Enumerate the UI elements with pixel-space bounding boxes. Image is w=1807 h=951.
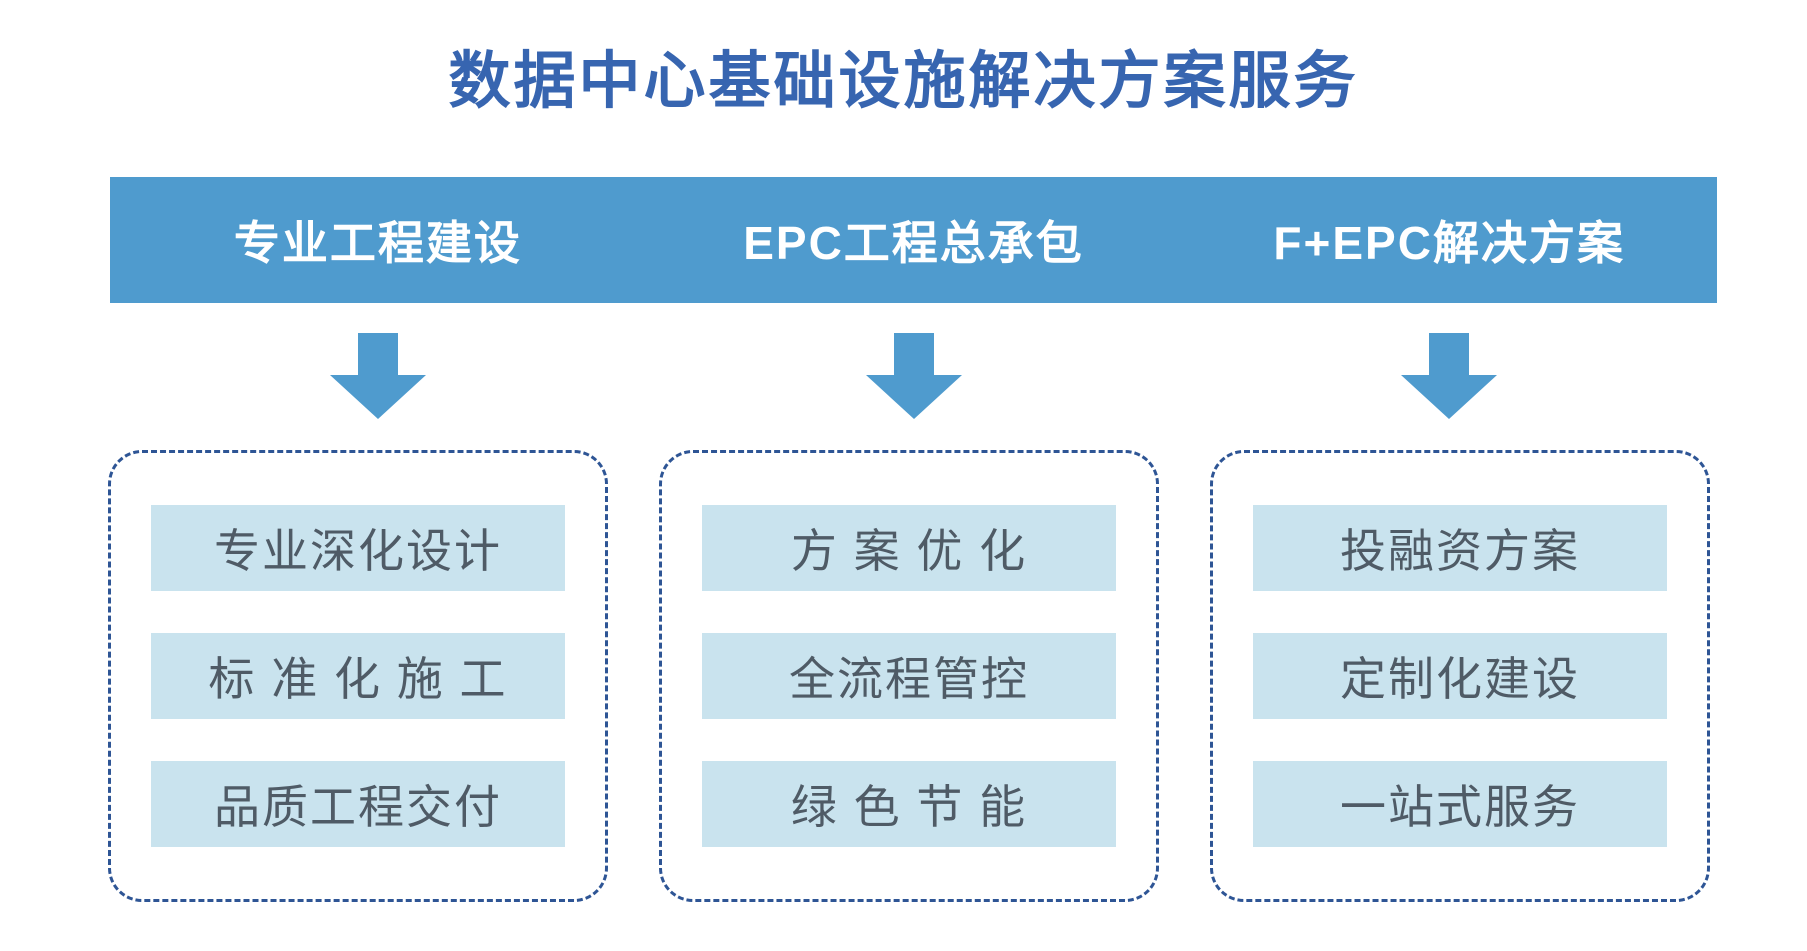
service-group-epc-contracting: 方 案 优 化 全流程管控 绿 色 节 能 xyxy=(659,450,1159,902)
service-group-professional-construction: 专业深化设计 标 准 化 施 工 品质工程交付 xyxy=(108,450,608,902)
service-item: 绿 色 节 能 xyxy=(701,761,1117,847)
service-item: 标 准 化 施 工 xyxy=(150,633,566,719)
down-arrow-icon xyxy=(646,333,1182,419)
down-arrow-icon xyxy=(110,333,646,419)
page-title: 数据中心基础设施解决方案服务 xyxy=(448,47,1359,116)
service-item: 一站式服务 xyxy=(1252,761,1668,847)
category-header-bar: 专业工程建设 EPC工程总承包 F+EPC解决方案 xyxy=(110,177,1717,303)
service-groups-row: 专业深化设计 标 准 化 施 工 品质工程交付 方 案 优 化 全流程管控 绿 … xyxy=(108,450,1710,902)
service-group-f-epc-solution: 投融资方案 定制化建设 一站式服务 xyxy=(1210,450,1710,902)
service-item: 定制化建设 xyxy=(1252,633,1668,719)
service-item: 品质工程交付 xyxy=(150,761,566,847)
arrow-row xyxy=(110,333,1717,419)
service-item: 方 案 优 化 xyxy=(701,505,1117,591)
service-item: 全流程管控 xyxy=(701,633,1117,719)
category-header-f-epc-solution: F+EPC解决方案 xyxy=(1273,217,1625,269)
category-header-epc-contracting: EPC工程总承包 xyxy=(743,217,1084,269)
category-header-professional-construction: 专业工程建设 xyxy=(233,217,522,269)
down-arrow-icon xyxy=(1181,333,1717,419)
service-item: 专业深化设计 xyxy=(150,505,566,591)
service-item: 投融资方案 xyxy=(1252,505,1668,591)
